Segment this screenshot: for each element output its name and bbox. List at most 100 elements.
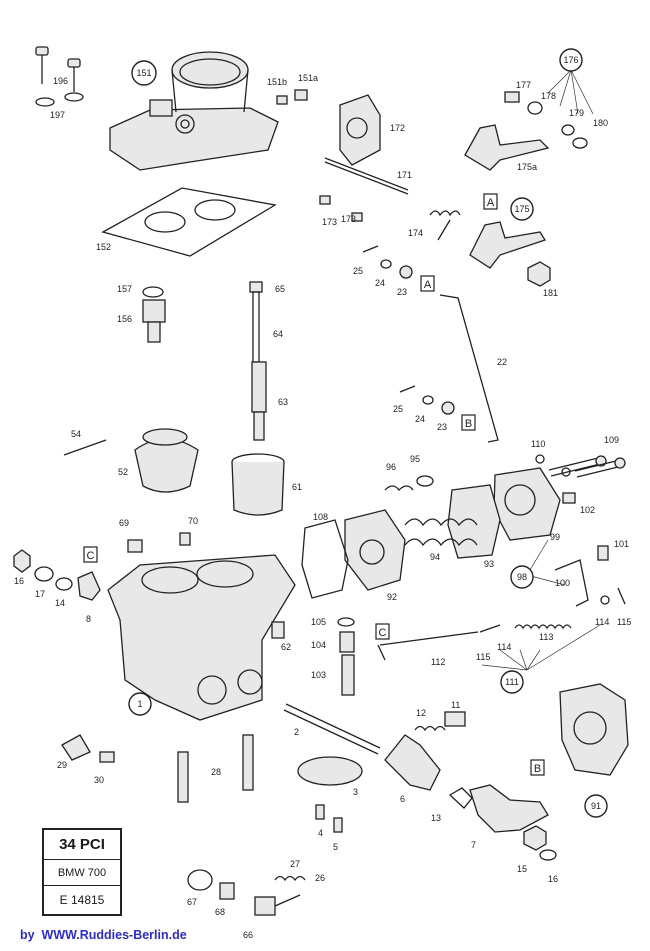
part-label: 113: [539, 632, 553, 642]
part-label: 175a: [517, 162, 537, 172]
part-label: 24: [415, 414, 425, 424]
circled-label-111: 111: [500, 670, 524, 694]
circled-label-1: 1: [128, 692, 152, 716]
boxed-letter-a-lower: A: [420, 275, 435, 292]
boxed-letter-c-middle: C: [375, 623, 390, 640]
boxed-letter-a-upper: A: [483, 193, 498, 210]
part-label: 62: [281, 642, 291, 652]
part-label: 110: [531, 439, 545, 449]
part-label: 180: [593, 118, 608, 128]
parts-artwork: [13, 46, 629, 916]
part-label: 108: [313, 512, 328, 522]
part-label: 61: [292, 482, 302, 492]
part-label: 13: [431, 813, 441, 823]
part-label: 8: [86, 614, 91, 624]
part-label: 23: [437, 422, 447, 432]
part-label: 16: [14, 576, 24, 586]
svg-text:151: 151: [136, 68, 151, 78]
part-label: 174: [408, 228, 423, 238]
part-label: 3: [353, 787, 358, 797]
part-label: 29: [57, 760, 67, 770]
svg-text:111: 111: [505, 677, 519, 687]
part-label: 22: [497, 357, 507, 367]
part-label: 23: [397, 287, 407, 297]
svg-text:1: 1: [137, 699, 142, 709]
boxed-letter-b-upper: B: [461, 414, 476, 431]
part-label: 64: [273, 329, 283, 339]
circled-label-151: 151: [131, 60, 157, 86]
vehicle-name: BMW 700: [44, 860, 120, 886]
part-label: 92: [387, 592, 397, 602]
part-label: 171: [397, 170, 412, 180]
svg-text:176: 176: [563, 55, 578, 65]
part-label: 152: [96, 242, 111, 252]
boxed-letter-c-left: C: [83, 546, 98, 563]
part-label: 54: [71, 429, 81, 439]
part-label: 70: [188, 516, 198, 526]
part-label: 16: [548, 874, 558, 884]
part-label: 25: [393, 404, 403, 414]
svg-text:91: 91: [591, 801, 601, 811]
boxed-letter-b-lower: B: [530, 759, 545, 776]
part-label: 2: [294, 727, 299, 737]
part-label: 68: [215, 907, 225, 917]
part-label: 94: [430, 552, 440, 562]
part-label: 197: [50, 110, 65, 120]
part-label: 27: [290, 859, 300, 869]
part-label: 115: [617, 617, 631, 627]
part-label: 6: [400, 794, 405, 804]
circled-label-176: 176: [559, 48, 583, 72]
part-label: 157: [117, 284, 132, 294]
part-label: 5: [333, 842, 338, 852]
part-label: 156: [117, 314, 132, 324]
part-label: 11: [451, 700, 460, 710]
part-label: 172: [390, 123, 405, 133]
part-label: 114: [595, 617, 609, 627]
part-label: 24: [375, 278, 385, 288]
part-label: 4: [318, 828, 323, 838]
circled-label-98: 98: [510, 565, 534, 589]
part-label: 96: [386, 462, 396, 472]
part-label: 179: [569, 108, 584, 118]
leader-lines: [481, 69, 601, 671]
part-label: 65: [275, 284, 285, 294]
part-label: 173: [322, 217, 337, 227]
model-title-box: 34 PCI BMW 700 E 14815: [42, 828, 122, 916]
part-label: 93: [484, 559, 494, 569]
part-label: 109: [604, 435, 619, 445]
part-label: 63: [278, 397, 288, 407]
footer-credit: by WWW.Ruddies-Berlin.de: [20, 928, 187, 942]
part-label: 102: [580, 505, 595, 515]
circled-labels: 151 176 175 98 111 1 91: [128, 48, 608, 818]
part-label: 114: [497, 642, 511, 652]
part-label: 151b: [267, 77, 287, 87]
svg-text:C: C: [379, 627, 387, 639]
part-label: 151a: [298, 73, 318, 83]
part-label: 105: [311, 617, 326, 627]
carburetor-model: 34 PCI: [44, 830, 120, 860]
part-label: 177: [516, 80, 531, 90]
part-label: 104: [311, 640, 326, 650]
part-label: 196: [53, 76, 68, 86]
part-label: 14: [55, 598, 65, 608]
footer-prefix: by: [20, 928, 35, 942]
svg-text:B: B: [465, 418, 472, 430]
part-label: 7: [471, 840, 476, 850]
part-label: 26: [315, 873, 325, 883]
part-label: 52: [118, 467, 128, 477]
part-label: 181: [543, 288, 558, 298]
part-label: 100: [555, 578, 570, 588]
svg-text:C: C: [87, 550, 95, 562]
part-label: 15: [517, 864, 527, 874]
part-label: 69: [119, 518, 129, 528]
part-label: 12: [416, 708, 426, 718]
footer-site-link[interactable]: WWW.Ruddies-Berlin.de: [41, 928, 187, 942]
svg-text:A: A: [487, 197, 495, 209]
part-labels: 196 197 151b 151a 172 177 1 7 8 179 180 17…: [14, 73, 631, 940]
part-label: 25: [353, 266, 363, 276]
part-code: E 14815: [59, 893, 105, 907]
part-label: 67: [187, 897, 197, 907]
svg-text:A: A: [424, 279, 432, 291]
part-label: 30: [94, 775, 104, 785]
